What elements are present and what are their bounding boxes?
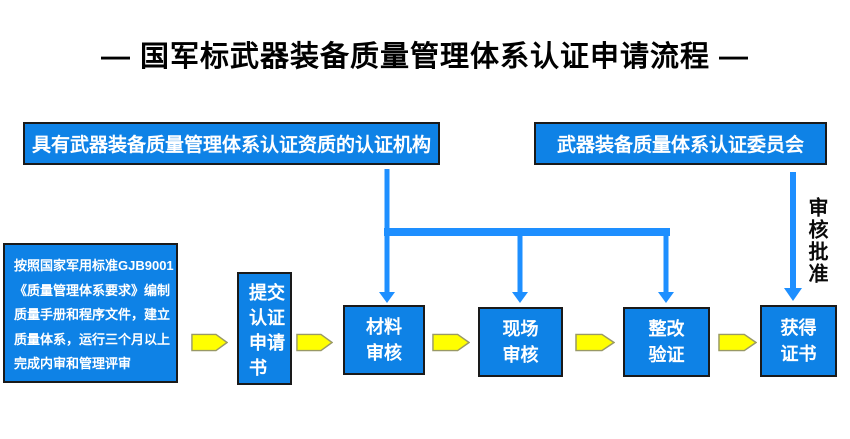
- connector-distribution-bar: [384, 228, 670, 236]
- node-site-audit: 现场 审核: [478, 307, 563, 377]
- yellow-arrow-icon: [718, 333, 757, 352]
- prep-note-line: 完成内审和管理评审: [14, 356, 132, 371]
- node-rectification-verification: 整改 验证: [623, 307, 710, 377]
- node-certification-body-label: 具有武器装备质量管理体系认证资质的认证机构: [31, 135, 431, 156]
- yellow-arrow-icon: [432, 333, 470, 352]
- submit-line: 申请: [249, 333, 285, 353]
- prep-note-line: 质量体系，运行三个月以上: [14, 331, 171, 347]
- submit-line: 提交: [249, 283, 285, 303]
- connector-body-to-material-arrow: [379, 169, 395, 303]
- material-review-line: 材料: [366, 317, 402, 337]
- submit-line: 认证: [249, 308, 285, 328]
- submit-line: 书: [249, 358, 267, 378]
- node-preparation-note: 按照国家军用标准GJB9001 《质量管理体系要求》编制 质量手册和程序文件，建…: [3, 243, 178, 383]
- rectification-line: 整改: [648, 319, 685, 339]
- site-audit-line: 现场: [502, 319, 539, 339]
- node-certification-body: 具有武器装备质量管理体系认证资质的认证机构: [23, 122, 440, 165]
- yellow-arrow-icon: [296, 333, 333, 352]
- prep-note-line: 质量手册和程序文件，建立: [14, 307, 171, 322]
- approval-annotation: 审核批准: [805, 197, 827, 285]
- node-material-review: 材料 审核: [343, 305, 425, 375]
- connector-bar-to-rectification-arrow: [658, 234, 674, 303]
- material-review-line: 审核: [366, 343, 402, 363]
- prep-note-line: 《质量管理体系要求》编制: [14, 282, 171, 298]
- prep-note-line: 按照国家军用标准GJB9001: [14, 258, 174, 273]
- page-title: — 国军标武器装备质量管理体系认证申请流程 —: [100, 41, 750, 73]
- certificate-line: 证书: [780, 344, 817, 364]
- yellow-arrow-icon: [191, 333, 228, 352]
- connector-committee-to-certificate-arrow: [784, 172, 802, 301]
- certificate-line: 获得: [780, 318, 817, 338]
- connector-bar-to-site-arrow: [512, 234, 528, 303]
- node-certification-committee-label: 武器装备质量体系认证委员会: [556, 135, 804, 156]
- node-certification-committee: 武器装备质量体系认证委员会: [534, 122, 827, 165]
- node-submit-application: 提交 认证 申请 书: [237, 272, 292, 385]
- rectification-line: 验证: [648, 345, 685, 365]
- yellow-arrow-icon: [575, 333, 615, 352]
- site-audit-line: 审核: [502, 345, 539, 365]
- node-obtain-certificate: 获得 证书: [760, 305, 837, 377]
